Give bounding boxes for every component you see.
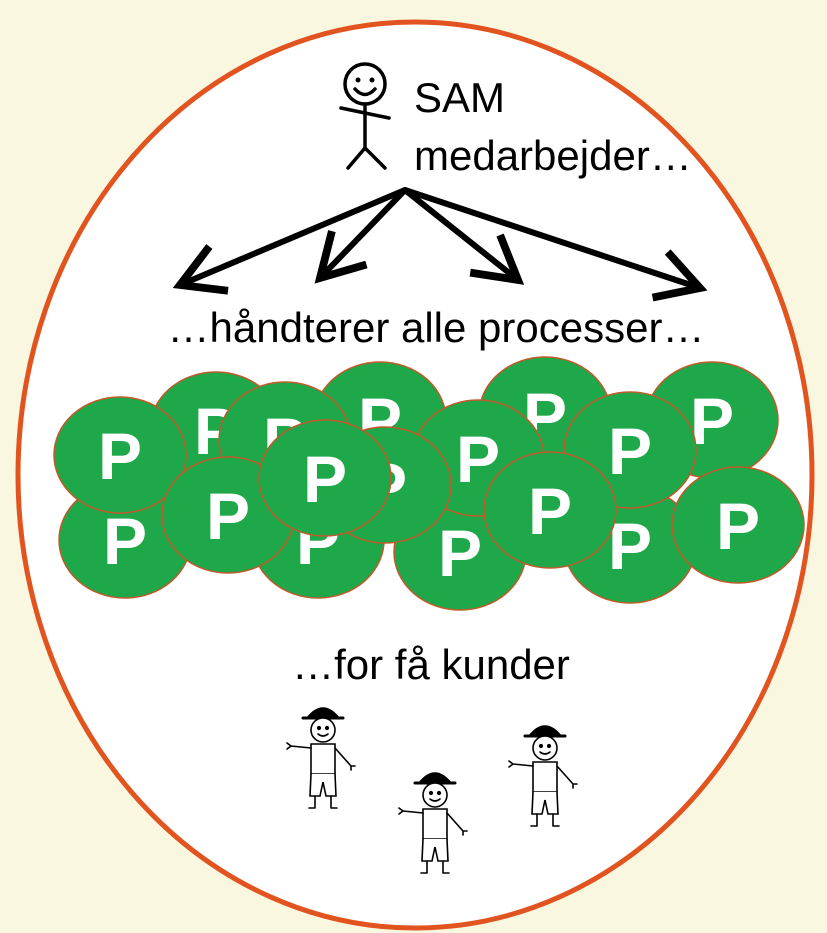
- process-circle-icon: P: [58, 481, 192, 599]
- svg-text:P: P: [716, 489, 760, 563]
- svg-text:P: P: [608, 414, 652, 488]
- worker-subtitle: medarbejder…: [414, 132, 692, 179]
- svg-text:P: P: [690, 384, 734, 458]
- process-circle-icon: P: [671, 466, 805, 584]
- customers-caption: …for få kunder: [292, 641, 570, 688]
- arrow-1: [172, 187, 408, 295]
- customers-group: [286, 707, 578, 874]
- svg-text:P: P: [528, 474, 572, 548]
- svg-text:P: P: [98, 419, 142, 493]
- arrow-4: [402, 187, 708, 302]
- customer-figure-icon: [286, 707, 356, 809]
- process-circle-icon: P: [258, 419, 392, 537]
- process-circle-icon: P: [483, 451, 617, 569]
- svg-text:P: P: [206, 479, 250, 553]
- svg-text:P: P: [438, 516, 482, 590]
- customer-figure-icon: [508, 725, 578, 827]
- worker-figure-icon: [339, 62, 391, 170]
- process-circle-icon: P: [53, 396, 187, 514]
- processes-caption: …håndterer alle processer…: [168, 304, 705, 351]
- arrow-2: [314, 187, 408, 284]
- customer-figure-icon: [398, 772, 468, 874]
- svg-text:P: P: [303, 442, 347, 516]
- arrow-3: [402, 187, 525, 285]
- svg-text:P: P: [103, 504, 147, 578]
- arrows: [172, 187, 708, 302]
- process-cluster: PPPPPPPPPPPPPPPPP: [53, 356, 805, 611]
- worker-title: SAM: [414, 74, 505, 121]
